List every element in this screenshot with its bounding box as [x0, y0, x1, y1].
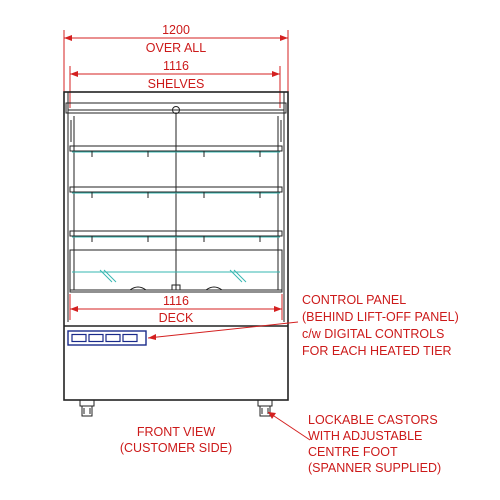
view-caption-subtitle: (CUSTOMER SIDE): [120, 441, 232, 455]
view-caption: FRONT VIEW (CUSTOMER SIDE): [120, 425, 232, 455]
control-panel-callout-line-4: FOR EACH HEATED TIER: [302, 344, 452, 358]
control-panel-leader: [147, 321, 299, 339]
deck-dimension: 1116 DECK: [69, 294, 283, 325]
shelf-2: [69, 186, 283, 198]
castors-callout-line-2: WITH ADJUSTABLE: [308, 429, 422, 443]
control-panel: [67, 330, 147, 346]
shelf-3: [69, 230, 283, 242]
castors-callout: LOCKABLE CASTORS WITH ADJUSTABLE CENTRE …: [308, 413, 441, 475]
control-panel-callout-line-3: c/w DIGITAL CONTROLS: [302, 327, 444, 341]
deck-dimension-label: DECK: [159, 311, 194, 325]
shelves-dimension: 1116 SHELVES: [69, 59, 281, 108]
castors-callout-line-1: LOCKABLE CASTORS: [308, 413, 438, 427]
shelves-dimension-value: 1116: [163, 59, 189, 73]
shelf-1: [69, 145, 283, 157]
control-panel-callout: CONTROL PANEL (BEHIND LIFT-OFF PANEL) c/…: [302, 293, 459, 358]
castors-callout-line-4: (SPANNER SUPPLIED): [308, 461, 441, 475]
overall-dimension-value: 1200: [162, 23, 190, 37]
deck-dimension-value: 1116: [163, 294, 189, 308]
overall-dimension: 1200 OVER ALL: [63, 23, 289, 100]
castor-right: [257, 399, 273, 417]
overall-dimension-label: OVER ALL: [146, 41, 206, 55]
view-caption-title: FRONT VIEW: [137, 425, 215, 439]
shelves-dimension-label: SHELVES: [148, 77, 205, 91]
control-panel-callout-line-1: CONTROL PANEL: [302, 293, 406, 307]
castor-leader: [267, 411, 311, 441]
control-panel-callout-line-2: (BEHIND LIFT-OFF PANEL): [302, 310, 459, 324]
deck-well: [69, 249, 283, 293]
castor-left: [79, 399, 95, 417]
castors-callout-line-3: CENTRE FOOT: [308, 445, 398, 459]
cabinet: [63, 91, 289, 401]
